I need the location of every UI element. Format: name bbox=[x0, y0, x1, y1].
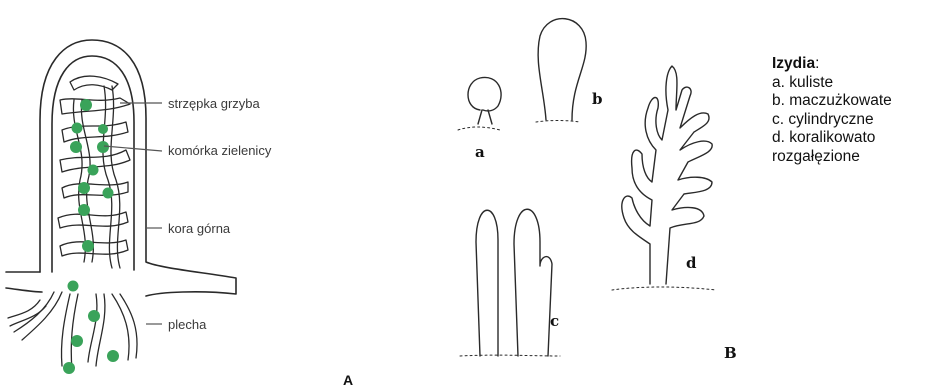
isidia-shapes bbox=[458, 19, 716, 356]
isidium-outer-outline bbox=[40, 40, 236, 296]
algal-cell bbox=[78, 182, 90, 194]
shape-letter-b: b bbox=[592, 90, 603, 108]
algal-cell bbox=[103, 188, 114, 199]
panel-letter-a: A bbox=[343, 372, 353, 387]
panel-letter-b: B bbox=[724, 344, 737, 362]
algal-cell bbox=[63, 362, 75, 374]
algal-cell bbox=[88, 165, 99, 176]
legend-title: Izydia bbox=[772, 55, 815, 72]
thallus-bottom-left bbox=[6, 288, 42, 292]
legend-colon: : bbox=[815, 55, 819, 72]
legend-item-globular: a. kuliste bbox=[772, 74, 932, 93]
algal-cell bbox=[107, 350, 119, 362]
algal-cell bbox=[80, 99, 92, 111]
isidia-legend: Izydia: a. kuliste b. maczużkowate c. cy… bbox=[772, 55, 932, 166]
algal-cell bbox=[71, 335, 83, 347]
shape-letter-c: c bbox=[550, 312, 559, 330]
shape-letter-d: d bbox=[686, 254, 697, 272]
algal-cell bbox=[72, 123, 83, 134]
shape-letter-a: a bbox=[475, 143, 485, 161]
isidium-clavate-shape bbox=[536, 19, 586, 122]
algal-cell bbox=[97, 141, 109, 153]
algal-cell bbox=[82, 240, 94, 252]
legend-heading: Izydia: bbox=[772, 55, 932, 74]
algal-cell bbox=[68, 281, 79, 292]
label-hypha: strzępka grzyba bbox=[168, 96, 261, 111]
algal-cell bbox=[98, 124, 108, 134]
isidium-cylindrical-shapes bbox=[460, 209, 560, 356]
label-algal-cell: komórka zielenicy bbox=[168, 143, 272, 158]
isidium-globular-shape bbox=[458, 77, 501, 130]
algal-cell bbox=[70, 141, 82, 153]
isidium-coralloid-shape bbox=[612, 66, 716, 290]
algal-cell bbox=[88, 310, 100, 322]
leader-lines bbox=[104, 103, 162, 324]
legend-item-clavate: b. maczużkowate bbox=[772, 92, 932, 111]
label-upper-cortex: kora górna bbox=[168, 221, 231, 236]
label-thallus: plecha bbox=[168, 317, 207, 332]
legend-item-coralloid: d. koralikowato rozgałęzione bbox=[772, 129, 932, 166]
legend-item-cylindrical: c. cylindryczne bbox=[772, 111, 932, 130]
algal-cell bbox=[78, 204, 90, 216]
